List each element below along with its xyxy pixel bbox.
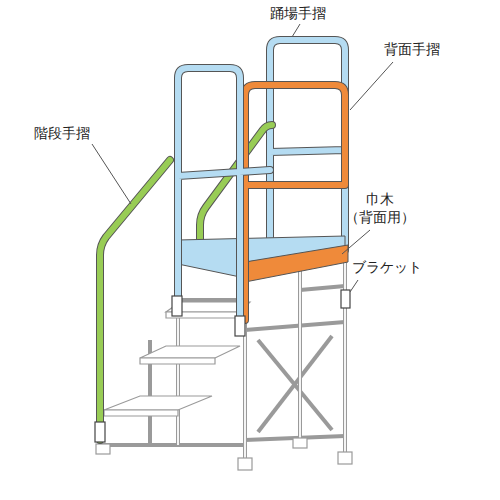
- part-label: 階段手摺: [34, 124, 90, 142]
- lower-frame-part: [140, 346, 240, 358]
- stair-rail-part: [100, 160, 170, 440]
- leader-lines-part: [292, 24, 300, 37]
- part-label: 背面手摺: [384, 40, 440, 58]
- left-landing-rail-part: [178, 68, 270, 330]
- left-landing-rail-part: [178, 68, 270, 330]
- leader-lines-part: [342, 230, 370, 254]
- part-label: 巾木 （背面用）: [340, 190, 420, 226]
- kickboards-part: [245, 245, 348, 282]
- brackets-part: [95, 422, 105, 442]
- lower-frame-part: [104, 396, 212, 410]
- leader-lines-part: [92, 144, 131, 204]
- lower-frame-part: [299, 262, 301, 440]
- part-label: 踊場手摺: [270, 4, 326, 22]
- lower-frame-part: [293, 438, 307, 448]
- back-landing-rail-part: [270, 40, 345, 250]
- left-landing-rail: [178, 68, 270, 330]
- brackets-part: [235, 316, 245, 336]
- lower-frame-part: [300, 286, 345, 290]
- lower-frame-part: [245, 322, 345, 330]
- back-rail-part: [245, 85, 345, 320]
- lower-frame-part: [338, 452, 352, 464]
- leader-lines: [92, 24, 393, 292]
- lower-frame-part: [100, 443, 245, 447]
- back-landing-rail: [270, 40, 345, 250]
- back-rail-part: [245, 85, 345, 320]
- lower-frame: [96, 255, 352, 470]
- part-label: ブラケット: [352, 258, 422, 276]
- brackets-part: [341, 290, 350, 308]
- lower-frame-part: [344, 255, 346, 455]
- back-landing-rail-part: [270, 40, 345, 250]
- lower-frame-part: [140, 358, 215, 364]
- lower-frame-part: [96, 444, 110, 454]
- leader-lines-part: [350, 280, 358, 292]
- lower-frame-part: [238, 458, 252, 470]
- lower-frame-part: [258, 336, 332, 432]
- kickboards: [178, 236, 348, 282]
- leader-lines-part: [350, 62, 393, 110]
- stair-rail-part: [100, 160, 170, 440]
- brackets-part: [172, 296, 182, 316]
- back-rail: [245, 85, 345, 320]
- brackets: [95, 290, 350, 442]
- stair-rail: [100, 160, 170, 440]
- lower-frame-part: [104, 410, 178, 416]
